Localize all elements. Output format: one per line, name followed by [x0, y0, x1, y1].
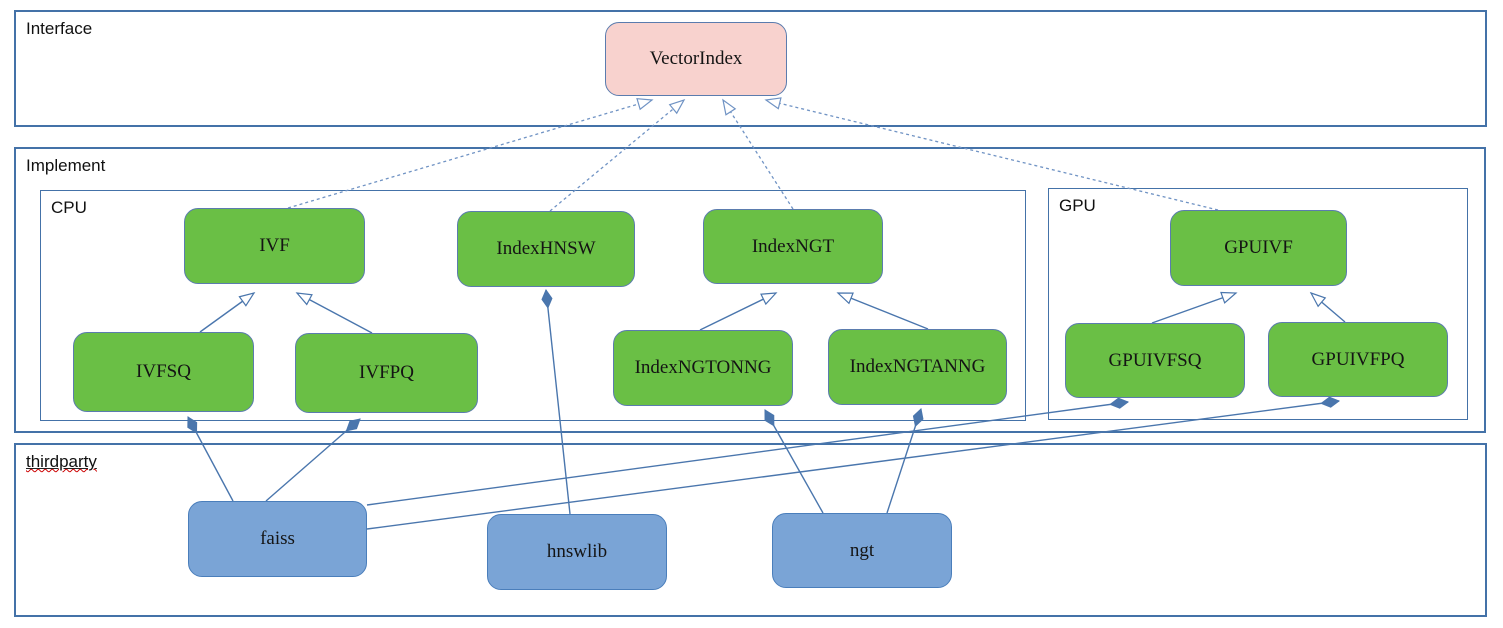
- container-implement-label: Implement: [26, 156, 106, 175]
- node-gpuivfsq-label: GPUIVFSQ: [1108, 349, 1202, 371]
- node-ivfpq-label: IVFPQ: [359, 362, 414, 383]
- node-indexngtonng[interactable]: IndexNGTONNG: [613, 330, 793, 406]
- node-indexngt[interactable]: IndexNGT: [703, 209, 883, 284]
- node-gpuivf[interactable]: GPUIVF: [1170, 210, 1347, 286]
- node-indexhnsw-label: IndexHNSW: [496, 238, 596, 259]
- node-indexngtonng-label: IndexNGTONNG: [634, 357, 772, 378]
- node-gpuivfpq-label: GPUIVFPQ: [1311, 348, 1405, 370]
- container-cpu-label: CPU: [51, 198, 87, 217]
- node-ngt[interactable]: ngt: [772, 513, 952, 588]
- node-ivf[interactable]: IVF: [184, 208, 365, 284]
- node-gpuivf-label: GPUIVF: [1224, 237, 1293, 258]
- node-indexngtanng[interactable]: IndexNGTANNG: [828, 329, 1007, 405]
- node-ivfpq[interactable]: IVFPQ: [295, 333, 478, 413]
- node-indexhnsw[interactable]: IndexHNSW: [457, 211, 635, 287]
- container-gpu-label: GPU: [1059, 196, 1096, 215]
- container-interface-label: Interface: [26, 19, 93, 38]
- node-faiss-label: faiss: [260, 528, 295, 549]
- node-faiss[interactable]: faiss: [188, 501, 367, 577]
- node-hnswlib-label: hnswlib: [546, 541, 608, 562]
- node-gpuivfpq[interactable]: GPUIVFPQ: [1268, 322, 1448, 397]
- container-thirdparty-label: thirdparty: [26, 452, 97, 471]
- node-ivfsq-label: IVFSQ: [136, 361, 191, 382]
- node-ivf-label: IVF: [259, 235, 290, 256]
- node-indexngtanng-label: IndexNGTANNG: [849, 356, 986, 377]
- node-ngt-label: ngt: [849, 539, 875, 561]
- node-indexngt-label: IndexNGT: [751, 235, 835, 257]
- node-ivfsq[interactable]: IVFSQ: [73, 332, 254, 412]
- node-gpuivfsq[interactable]: GPUIVFSQ: [1065, 323, 1245, 398]
- node-vectorindex-label: VectorIndex: [649, 48, 743, 69]
- node-hnswlib[interactable]: hnswlib: [487, 514, 667, 590]
- node-vectorindex[interactable]: VectorIndex: [605, 22, 787, 96]
